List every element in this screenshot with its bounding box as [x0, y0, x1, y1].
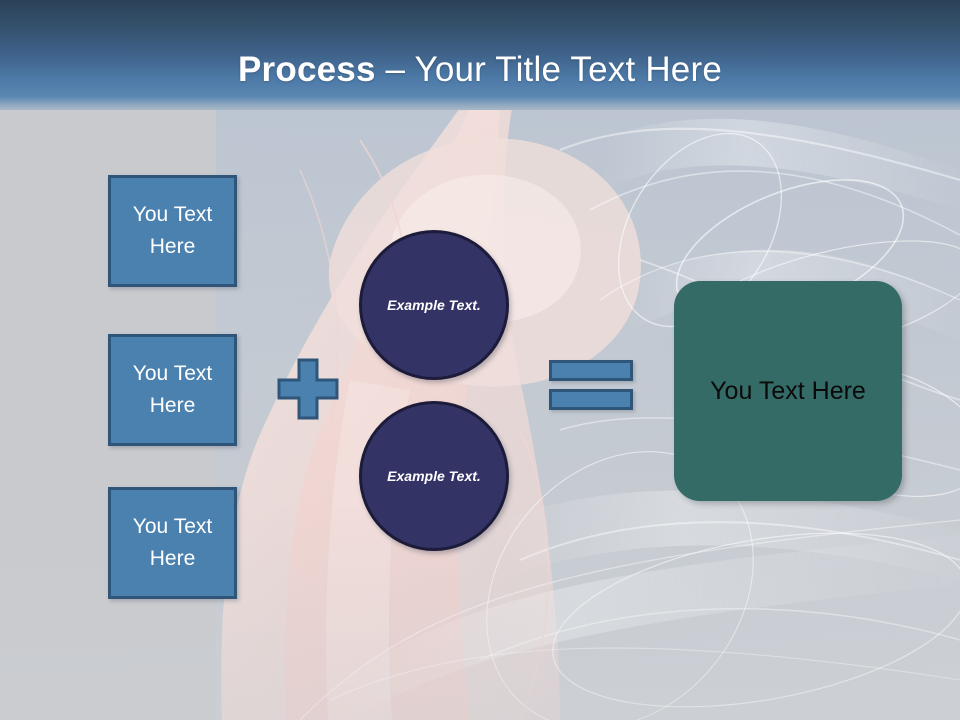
input-box-3[interactable]: You Text Here: [108, 487, 237, 599]
equals-bar-bottom: [549, 389, 633, 410]
page-title: Process – Your Title Text Here: [0, 49, 960, 91]
input-box-2[interactable]: You Text Here: [108, 334, 237, 446]
process-circle-2-label: Example Text.: [387, 467, 481, 484]
slide-header-band: [0, 0, 960, 110]
equals-icon: [549, 360, 633, 410]
process-circle-1-label: Example Text.: [387, 296, 481, 313]
input-box-1[interactable]: You Text Here: [108, 175, 237, 287]
input-box-1-label: You Text Here: [132, 203, 213, 258]
result-box[interactable]: You Text Here: [674, 281, 902, 501]
page-title-rest: – Your Title Text Here: [375, 50, 722, 89]
header-fade-edge: [0, 96, 960, 110]
process-circle-2[interactable]: Example Text.: [359, 401, 509, 551]
equals-bar-top: [549, 360, 633, 381]
input-box-3-label: You Text Here: [132, 515, 213, 570]
plus-icon: [277, 358, 339, 420]
process-circle-1[interactable]: Example Text.: [359, 230, 509, 380]
input-box-2-label: You Text Here: [132, 362, 213, 417]
result-box-label: You Text Here: [710, 376, 866, 405]
page-title-strong: Process: [238, 50, 376, 89]
